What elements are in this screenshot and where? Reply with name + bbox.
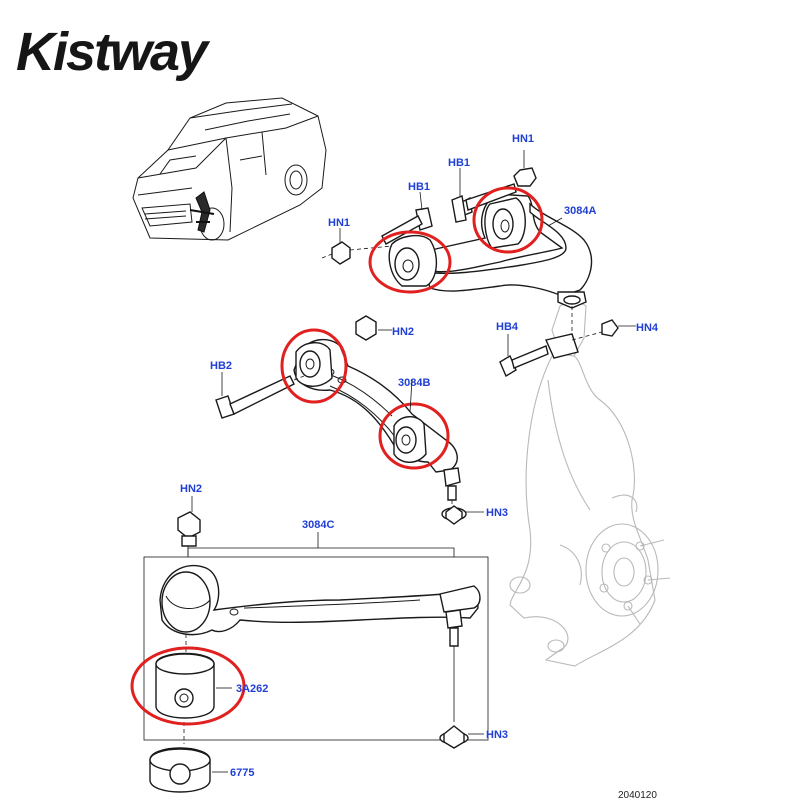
middle-control-arm [293,339,461,501]
vehicle-thumbnail [132,97,327,241]
part-labels: HN1 HB1 HB1 HN1 3084A HN2 HB4 HN4 HB2 30… [180,133,659,800]
label-hb1-left: HB1 [408,181,430,193]
label-hn1-left: HN1 [328,217,350,229]
highlight-middle-front-bushing [378,402,450,470]
lower-arm-box [143,556,489,741]
label-3a262: 3A262 [236,683,268,695]
highlight-middle-rear-bushing [280,328,348,404]
label-hn3-low: HN3 [486,729,508,741]
highlight-upper-rear-bushing [472,186,544,254]
steering-knuckle [509,297,671,667]
label-hb1-right: HB1 [448,157,470,169]
label-3084b: 3084B [398,377,430,389]
brand-name: Kistway [16,22,211,82]
middle-arm-fasteners [215,315,484,525]
label-3084c: 3084C [302,519,334,531]
label-hn1-top: HN1 [512,133,534,145]
label-hn2-low: HN2 [180,483,202,495]
diagram-code: 2040120 [618,790,657,800]
label-leaders [409,217,563,413]
brand-logo: Kistway [14,14,284,84]
highlight-upper-front-bushing [368,230,452,294]
label-hn3-mid: HN3 [486,507,508,519]
label-hb4: HB4 [496,321,519,333]
label-3084a: 3084A [564,205,596,217]
lower-control-arm [159,564,481,722]
upper-control-arm [388,193,593,309]
label-hn2-mid: HN2 [392,326,414,338]
highlight-lower-bushing [130,646,246,726]
lower-arm-fasteners [149,496,484,793]
label-hb2: HB2 [210,360,232,372]
knuckle-fasteners [499,306,636,378]
highlight-circles [130,186,544,726]
label-hn4: HN4 [636,322,659,334]
label-6775: 6775 [230,767,254,779]
